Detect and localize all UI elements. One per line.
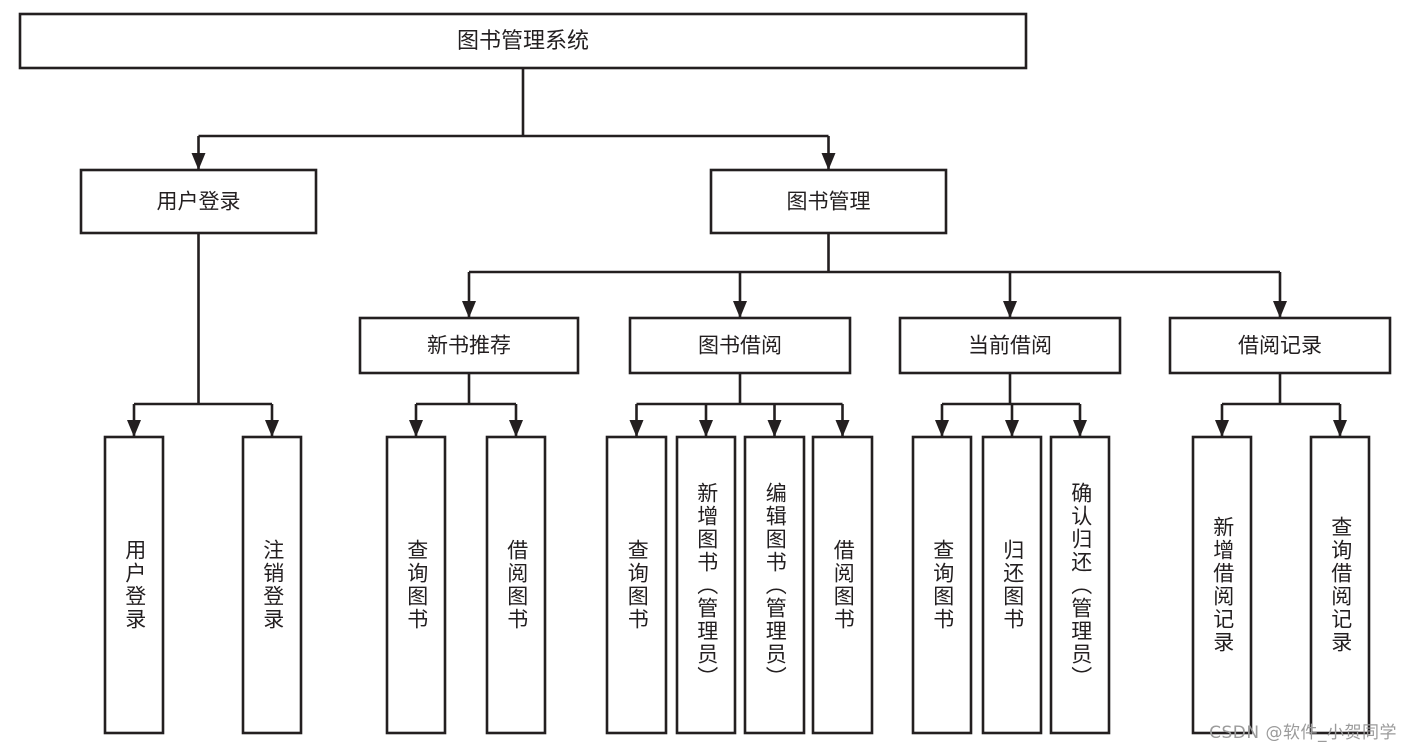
node-leaf-query-book-current[interactable] bbox=[911, 435, 973, 735]
node-new-book-recommend-label: 新书推荐 bbox=[427, 334, 511, 358]
edge-book-borrow-arrow-1 bbox=[699, 420, 713, 437]
node-root[interactable]: 图书管理系统 bbox=[18, 12, 1028, 70]
edge-book-manage-arrow-3 bbox=[1273, 301, 1287, 318]
edge-book-manage-arrow-0 bbox=[462, 301, 476, 318]
node-leaf-borrow-book-recommend[interactable] bbox=[485, 435, 547, 735]
node-leaf-user-login[interactable] bbox=[103, 435, 165, 735]
watermark-text: CSDN @软件_小贺同学 bbox=[1209, 723, 1397, 743]
node-user-login-rect bbox=[79, 168, 318, 235]
edge-current-borrow-arrow-2 bbox=[1073, 420, 1087, 437]
edge-book-manage-arrow-2 bbox=[1003, 301, 1017, 318]
edge-book-borrow-arrow-0 bbox=[629, 420, 644, 437]
edge-borrow-record-arrow-1 bbox=[1333, 420, 1347, 437]
node-book-manage-rect bbox=[709, 168, 948, 235]
node-leaf-edit-book-admin[interactable] bbox=[743, 435, 806, 735]
edge-root-arrow-0 bbox=[191, 153, 206, 170]
node-leaf-add-book-admin[interactable] bbox=[675, 435, 737, 735]
node-book-manage[interactable]: 图书管理 bbox=[709, 168, 948, 235]
edge-new-book-recommend-arrow-1 bbox=[509, 420, 523, 437]
node-leaf-logout-rect bbox=[241, 435, 303, 735]
node-leaf-query-book-recommend[interactable] bbox=[385, 435, 447, 735]
node-borrow-record-label: 借阅记录 bbox=[1238, 334, 1322, 358]
node-leaf-add-borrow-record-rect bbox=[1191, 435, 1253, 735]
node-leaf-query-book-current-rect bbox=[911, 435, 973, 735]
node-leaf-confirm-return-admin[interactable] bbox=[1049, 435, 1111, 735]
edge-current-borrow-arrow-1 bbox=[1005, 420, 1019, 437]
node-leaf-borrow-book-rect bbox=[811, 435, 874, 735]
node-leaf-user-login-rect bbox=[103, 435, 165, 735]
edge-new-book-recommend-arrow-0 bbox=[409, 420, 423, 437]
node-leaf-query-borrow-record-rect bbox=[1309, 435, 1371, 735]
node-leaf-add-borrow-record[interactable] bbox=[1191, 435, 1253, 735]
edge-book-borrow-arrow-3 bbox=[835, 420, 850, 437]
node-leaf-borrow-book-recommend-rect bbox=[485, 435, 547, 735]
node-book-borrow-label: 图书借阅 bbox=[698, 334, 782, 358]
edge-user-login-arrow-0 bbox=[127, 420, 141, 437]
node-root-label: 图书管理系统 bbox=[457, 29, 589, 54]
node-current-borrow[interactable]: 当前借阅 bbox=[898, 316, 1122, 375]
node-leaf-query-borrow-record[interactable] bbox=[1309, 435, 1371, 735]
node-book-manage-label: 图书管理 bbox=[787, 190, 871, 214]
connectors-layer bbox=[127, 68, 1347, 437]
edge-user-login-arrow-1 bbox=[265, 420, 279, 437]
node-leaf-logout[interactable] bbox=[241, 435, 303, 735]
node-user-login-label: 用户登录 bbox=[157, 190, 241, 214]
node-new-book-recommend[interactable]: 新书推荐 bbox=[358, 316, 580, 375]
node-leaf-query-book-recommend-rect bbox=[385, 435, 447, 735]
node-current-borrow-label: 当前借阅 bbox=[968, 334, 1052, 358]
node-current-borrow-rect bbox=[898, 316, 1122, 375]
node-leaf-return-book-rect bbox=[981, 435, 1043, 735]
node-user-login[interactable]: 用户登录 bbox=[79, 168, 318, 235]
node-book-borrow-rect bbox=[628, 316, 852, 375]
node-root-rect bbox=[18, 12, 1028, 70]
node-leaf-borrow-book[interactable] bbox=[811, 435, 874, 735]
node-leaf-query-book-borrow[interactable] bbox=[605, 435, 668, 735]
node-leaf-add-book-admin-rect bbox=[675, 435, 737, 735]
edge-borrow-record-arrow-0 bbox=[1215, 420, 1229, 437]
node-borrow-record-rect bbox=[1168, 316, 1392, 375]
node-leaf-edit-book-admin-rect bbox=[743, 435, 806, 735]
node-borrow-record[interactable]: 借阅记录 bbox=[1168, 316, 1392, 375]
edge-book-borrow-arrow-2 bbox=[767, 420, 782, 437]
edge-root-arrow-1 bbox=[821, 153, 836, 170]
node-leaf-return-book[interactable] bbox=[981, 435, 1043, 735]
edge-current-borrow-arrow-0 bbox=[935, 420, 949, 437]
edge-book-manage-arrow-1 bbox=[733, 301, 747, 318]
node-leaf-query-book-borrow-rect bbox=[605, 435, 668, 735]
node-book-borrow[interactable]: 图书借阅 bbox=[628, 316, 852, 375]
node-new-book-recommend-rect bbox=[358, 316, 580, 375]
node-leaf-confirm-return-admin-rect bbox=[1049, 435, 1111, 735]
